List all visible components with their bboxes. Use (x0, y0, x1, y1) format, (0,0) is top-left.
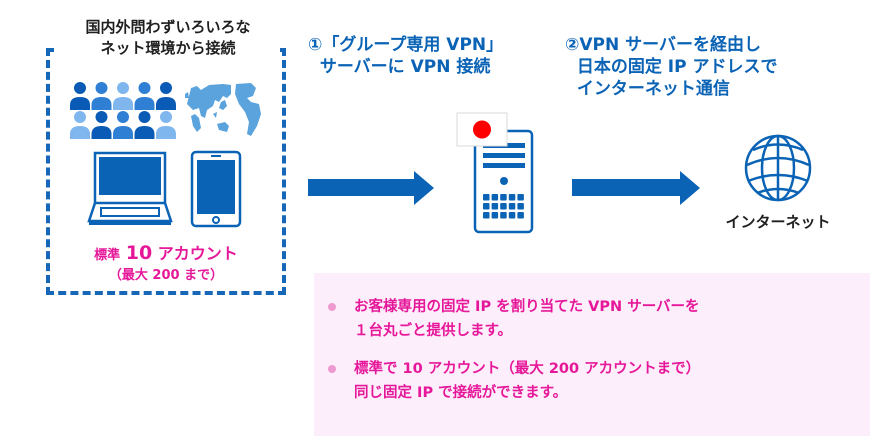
server-key-icon (491, 194, 499, 201)
server-key-icon (500, 194, 507, 201)
person-icon (134, 111, 155, 139)
arrow-right-icon-2 (572, 171, 700, 205)
accounts-max: （最大 200 まで） (108, 268, 224, 283)
person-icon (113, 111, 133, 139)
server-key-icon (508, 203, 516, 210)
step-1-title: ①「グループ専用 VPN」 サーバーに VPN 接続 (308, 35, 504, 77)
client-environment-title: 国内外問わずいろいろな ネット環境から接続 (56, 17, 280, 59)
server-key-icon (483, 203, 490, 210)
title-line-1: 国内外問わずいろいろな (85, 18, 251, 36)
person-icon (134, 82, 155, 110)
server-key-icon (491, 203, 499, 210)
info-box: お客様専用の固定 IP を割り当てた VPN サーバーを １台丸ごと提供します。… (314, 273, 870, 436)
world-map-icon (185, 83, 261, 136)
server-key-icon (517, 212, 524, 219)
info-item: お客様専用の固定 IP を割り当てた VPN サーバーを １台丸ごと提供します。 (328, 295, 700, 343)
server-key-icon (500, 212, 507, 219)
server-key-icon (483, 194, 490, 201)
japan-flag-icon (456, 112, 508, 147)
server-key-icon (517, 194, 524, 201)
info-item: 標準で 10 アカウント（最大 200 アカウントまで） 同じ固定 IP で接続… (328, 357, 701, 405)
person-icon (70, 82, 90, 110)
globe-icon (744, 134, 812, 202)
person-icon (156, 82, 176, 110)
title-line-2: ネット環境から接続 (96, 38, 240, 59)
info-item-text: 標準で 10 アカウント（最大 200 アカウントまで） 同じ固定 IP で接続… (354, 361, 701, 401)
step-2-title: ②VPN サーバーを経由し 日本の固定 IP アドレスで インターネット通信 (565, 35, 778, 99)
person-icon (156, 111, 176, 139)
bullet-icon (328, 365, 336, 373)
person-icon (91, 111, 112, 139)
server-key-icon (491, 212, 499, 219)
tablet-icon (190, 150, 242, 228)
server-key-icon (500, 203, 507, 210)
person-icon (113, 82, 133, 110)
info-item-text: お客様専用の固定 IP を割り当てた VPN サーバーを １台丸ごと提供します。 (354, 299, 700, 339)
server-key-icon (508, 212, 516, 219)
internet-label: インターネット (725, 213, 831, 231)
accounts-suffix: アカウント (157, 244, 238, 263)
arrow-right-icon (308, 171, 434, 205)
accounts-prefix: 標準 (94, 248, 121, 263)
accounts-label: 標準 10 アカウント （最大 200 まで） (50, 243, 282, 286)
server-key-icon (483, 212, 490, 219)
person-icon (70, 111, 90, 139)
accounts-number: 10 (125, 242, 153, 264)
server-key-icon (508, 194, 516, 201)
people-group-icon (70, 82, 176, 139)
laptop-icon (87, 151, 173, 225)
server-icon (456, 112, 534, 234)
person-icon (91, 82, 112, 110)
server-key-icon (517, 203, 524, 210)
bullet-icon (328, 303, 336, 311)
